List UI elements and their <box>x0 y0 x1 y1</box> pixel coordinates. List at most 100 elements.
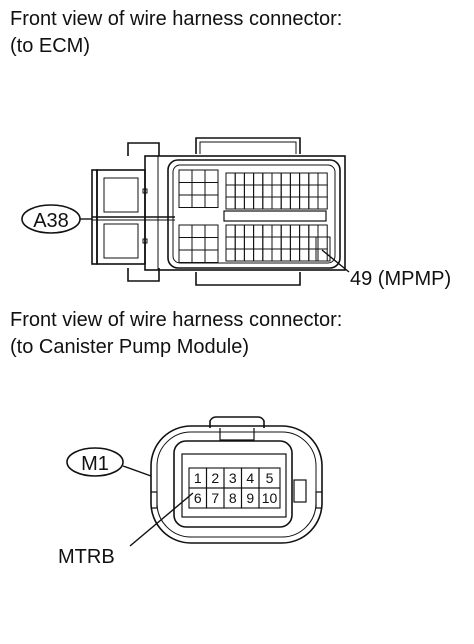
connector-code-a38: A38 <box>33 210 69 232</box>
pin-cavity <box>289 248 301 262</box>
pin-cavity <box>317 172 328 186</box>
pin-cavity <box>204 194 219 208</box>
pin-cavity <box>315 236 331 262</box>
pin-cavity <box>234 248 245 262</box>
pin-cavity <box>289 224 301 238</box>
pin-number: 4 <box>246 470 254 486</box>
connector-code-badge <box>66 447 124 477</box>
pin-cavity <box>317 184 328 198</box>
connector-code-m1: M1 <box>81 453 109 475</box>
pin-cavity <box>262 196 273 210</box>
pin-leader-line <box>321 249 350 273</box>
pin-cavity <box>262 224 273 238</box>
pin-cavity <box>178 169 193 183</box>
pin-cavity <box>280 236 291 250</box>
pump-connector <box>150 416 323 544</box>
pin-cavity <box>204 169 219 183</box>
pin-cavity <box>178 224 193 238</box>
pin-cavity <box>191 169 206 183</box>
pin-cavity <box>262 172 273 186</box>
pin-cavity <box>253 172 264 186</box>
pin-cavity <box>299 196 310 210</box>
pin-cavity <box>243 236 255 250</box>
pin-marker <box>142 188 148 194</box>
pin-cavity <box>280 172 291 186</box>
pin-cell <box>258 487 281 509</box>
pin-cavity <box>289 184 301 198</box>
pin-cavity <box>299 172 310 186</box>
pin-cavity <box>243 224 255 238</box>
pin-cavity <box>253 184 264 198</box>
pin-cavity <box>191 194 206 208</box>
pin-number: 6 <box>194 490 202 506</box>
pin-cavity <box>317 224 328 238</box>
pin-cavity <box>253 236 264 250</box>
pin-cavity <box>253 224 264 238</box>
pin-number: 3 <box>229 470 237 486</box>
ecm-connector <box>91 137 346 286</box>
pin-cavity <box>191 224 206 238</box>
pin-cavity <box>289 236 301 250</box>
pin-cavity <box>271 184 282 198</box>
pin-cavity <box>317 236 328 250</box>
pin-label-mtrb: MTRB <box>58 546 115 568</box>
ecm-pin-grid <box>178 169 331 263</box>
pin-cavity <box>225 196 236 210</box>
pin-cavity <box>234 172 245 186</box>
pin-cavity <box>253 196 264 210</box>
pin-number: 2 <box>211 470 219 486</box>
pin-cavity <box>234 184 245 198</box>
pin-cavity <box>271 236 282 250</box>
pin-cavity <box>178 249 193 263</box>
pin-cavity <box>271 196 282 210</box>
caption-line-2: (to Canister Pump Module) <box>10 336 249 358</box>
pin-cavity <box>191 249 206 263</box>
ecm-connector-caption: Front view of wire harness connector: (t… <box>10 6 342 60</box>
pin-cavity <box>178 194 193 208</box>
pin-cavity <box>204 249 219 263</box>
pin-cavity <box>262 236 273 250</box>
pin-number: 7 <box>211 490 219 506</box>
pin-cavity <box>299 224 310 238</box>
pin-marker <box>142 238 148 244</box>
pin-cavity <box>178 237 193 251</box>
pin-cavity <box>225 172 236 186</box>
pin-cavity <box>299 248 310 262</box>
pin-number: 8 <box>229 490 237 506</box>
pin-label-mpmp: 49 (MPMP) <box>350 268 451 290</box>
pin-cavity <box>308 248 319 262</box>
pin-number: 1 <box>194 470 202 486</box>
pin-cavity <box>280 196 291 210</box>
pin-cavity <box>234 196 245 210</box>
pin-cavity <box>289 196 301 210</box>
pin-cavity <box>178 182 193 196</box>
pin-cavity <box>225 248 236 262</box>
pin-cavity <box>204 237 219 251</box>
pin-cavity <box>308 172 319 186</box>
pin-cavity <box>271 248 282 262</box>
pin-cavity <box>308 196 319 210</box>
pin-cavity <box>204 224 219 238</box>
pin-cavity <box>317 196 328 210</box>
pin-cavity <box>308 236 319 250</box>
pin-cavity <box>262 184 273 198</box>
pin-number: 9 <box>246 490 254 506</box>
pin-cavity <box>234 224 245 238</box>
pin-cavity <box>243 196 255 210</box>
pin-cavity <box>262 248 273 262</box>
caption-line-1: Front view of wire harness connector: <box>10 309 343 331</box>
pin-cavity <box>243 248 255 262</box>
pin-cavity <box>225 184 236 198</box>
pin-cavity <box>234 236 245 250</box>
pin-cavity <box>280 184 291 198</box>
pump-module-connector-caption: Front view of wire harness connector: (t… <box>10 307 342 361</box>
pin-cavity <box>271 224 282 238</box>
pin-cavity <box>225 224 236 238</box>
pin-number: 10 <box>262 490 278 506</box>
pin-leader-line <box>129 492 194 547</box>
caption-line-1: Front view of wire harness connector: <box>10 8 343 30</box>
pin-cavity <box>280 224 291 238</box>
pin-cavity <box>191 182 206 196</box>
